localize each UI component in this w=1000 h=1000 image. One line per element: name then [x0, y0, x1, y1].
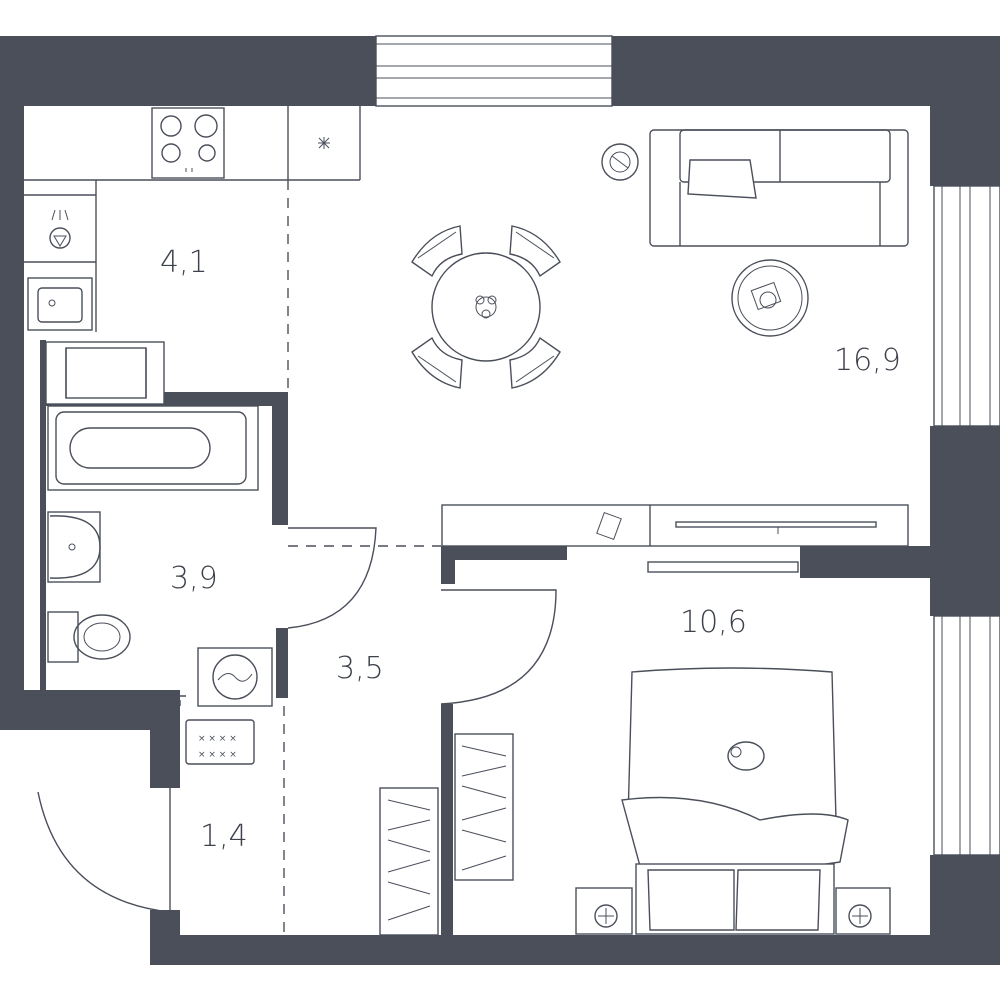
- electrical-panel-icon: × × × × × × × ×: [185, 719, 255, 765]
- nightstand-right-icon: [835, 887, 891, 935]
- kitchen: 4,1: [24, 106, 361, 332]
- plant-icon: [318, 137, 330, 149]
- entrance-door[interactable]: [37, 788, 171, 913]
- bedroom: 10,6: [454, 561, 891, 935]
- sink-icon: [27, 277, 93, 331]
- bed-icon: [621, 667, 849, 935]
- faucet-icon: [49, 209, 71, 249]
- washing-machine-icon: [197, 647, 273, 707]
- bedroom-door[interactable]: [440, 589, 557, 705]
- dining-table-icon: [411, 225, 561, 389]
- stove-icon: [151, 107, 225, 179]
- toilet-icon: [47, 611, 131, 663]
- hallway-area-label: 3,5: [336, 651, 384, 686]
- bedroom-tv-icon: [647, 561, 799, 573]
- wardrobe-icon: [379, 787, 439, 936]
- hallway: 3,5: [336, 589, 557, 936]
- entrance-area-label: 1,4: [200, 819, 248, 854]
- bathroom: 3,9: [45, 341, 377, 707]
- windows: [375, 35, 1000, 856]
- bedroom-area-label: 10,6: [680, 605, 747, 640]
- svg-text:× × × ×: × × × ×: [198, 734, 237, 744]
- lamp-icon: [601, 143, 639, 181]
- walls: [0, 36, 1000, 965]
- kitchen-area-label: 4,1: [160, 245, 208, 280]
- bathroom-door[interactable]: [287, 527, 377, 629]
- bathtub-icon: [47, 405, 259, 491]
- svg-text:× × × ×: × × × ×: [198, 750, 237, 760]
- tv-icon: [441, 504, 909, 547]
- living-room-area-label: 16,9: [834, 343, 901, 378]
- living-room: 16,9: [411, 129, 909, 547]
- sofa-icon: [649, 129, 909, 247]
- nightstand-left-icon: [575, 887, 633, 935]
- entrance: × × × × × × × × 1,4: [24, 695, 255, 913]
- bedroom-wardrobe-icon: [454, 733, 514, 881]
- bathroom-area-label: 3,9: [170, 561, 218, 596]
- washbasin-icon: [47, 511, 101, 583]
- coffee-table-icon: [731, 259, 809, 337]
